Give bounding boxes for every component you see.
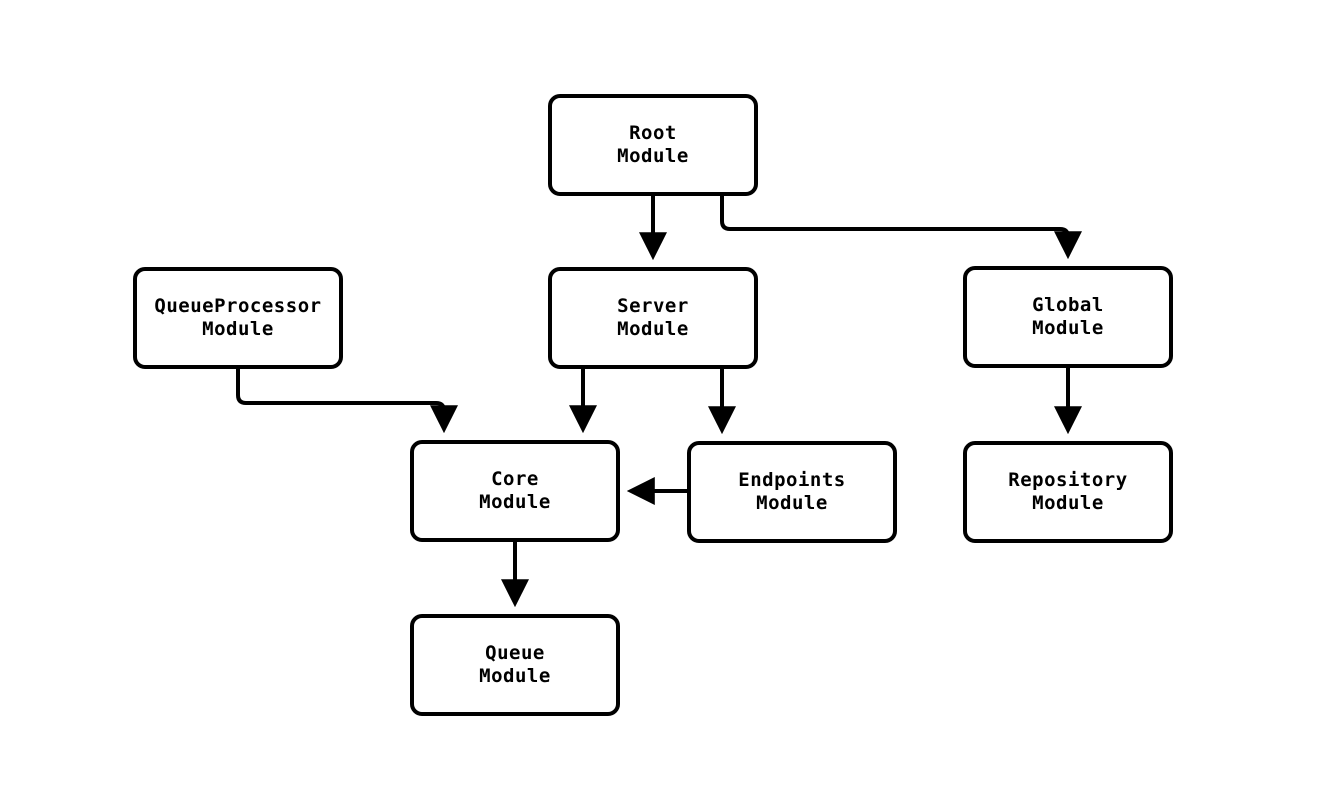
node-server-module-label-line1: Server xyxy=(617,295,689,317)
edge-root-to-global xyxy=(720,196,1082,260)
node-queue-module-label-line2: Module xyxy=(479,665,551,687)
node-server-module[interactable]: Server Module xyxy=(548,267,758,369)
node-core-module[interactable]: Core Module xyxy=(410,440,620,542)
node-queue-module[interactable]: Queue Module xyxy=(410,614,620,716)
node-endpoints-module-label-line1: Endpoints xyxy=(738,469,846,491)
node-queueprocessor-module-label-line2: Module xyxy=(202,318,274,340)
edge-queueprocessor-to-core xyxy=(236,369,458,434)
node-global-module-label-line2: Module xyxy=(1032,317,1104,339)
node-core-module-label-line2: Module xyxy=(479,491,551,513)
node-global-module-label-line1: Global xyxy=(1032,294,1104,316)
node-repository-module[interactable]: Repository Module xyxy=(963,441,1173,543)
node-root-module[interactable]: Root Module xyxy=(548,94,758,196)
node-queue-module-label-line1: Queue xyxy=(485,642,545,664)
node-repository-module-label-line1: Repository xyxy=(1008,469,1128,491)
node-root-module-label-line1: Root xyxy=(629,122,677,144)
node-global-module[interactable]: Global Module xyxy=(963,266,1173,368)
node-queueprocessor-module-label-line1: QueueProcessor xyxy=(154,295,322,317)
node-queueprocessor-module[interactable]: QueueProcessor Module xyxy=(133,267,343,369)
node-server-module-label-line2: Module xyxy=(617,318,689,340)
node-repository-module-label-line2: Module xyxy=(1032,492,1104,514)
node-endpoints-module[interactable]: Endpoints Module xyxy=(687,441,897,543)
node-root-module-label-line2: Module xyxy=(617,145,689,167)
node-core-module-label-line1: Core xyxy=(491,468,539,490)
node-endpoints-module-label-line2: Module xyxy=(756,492,828,514)
